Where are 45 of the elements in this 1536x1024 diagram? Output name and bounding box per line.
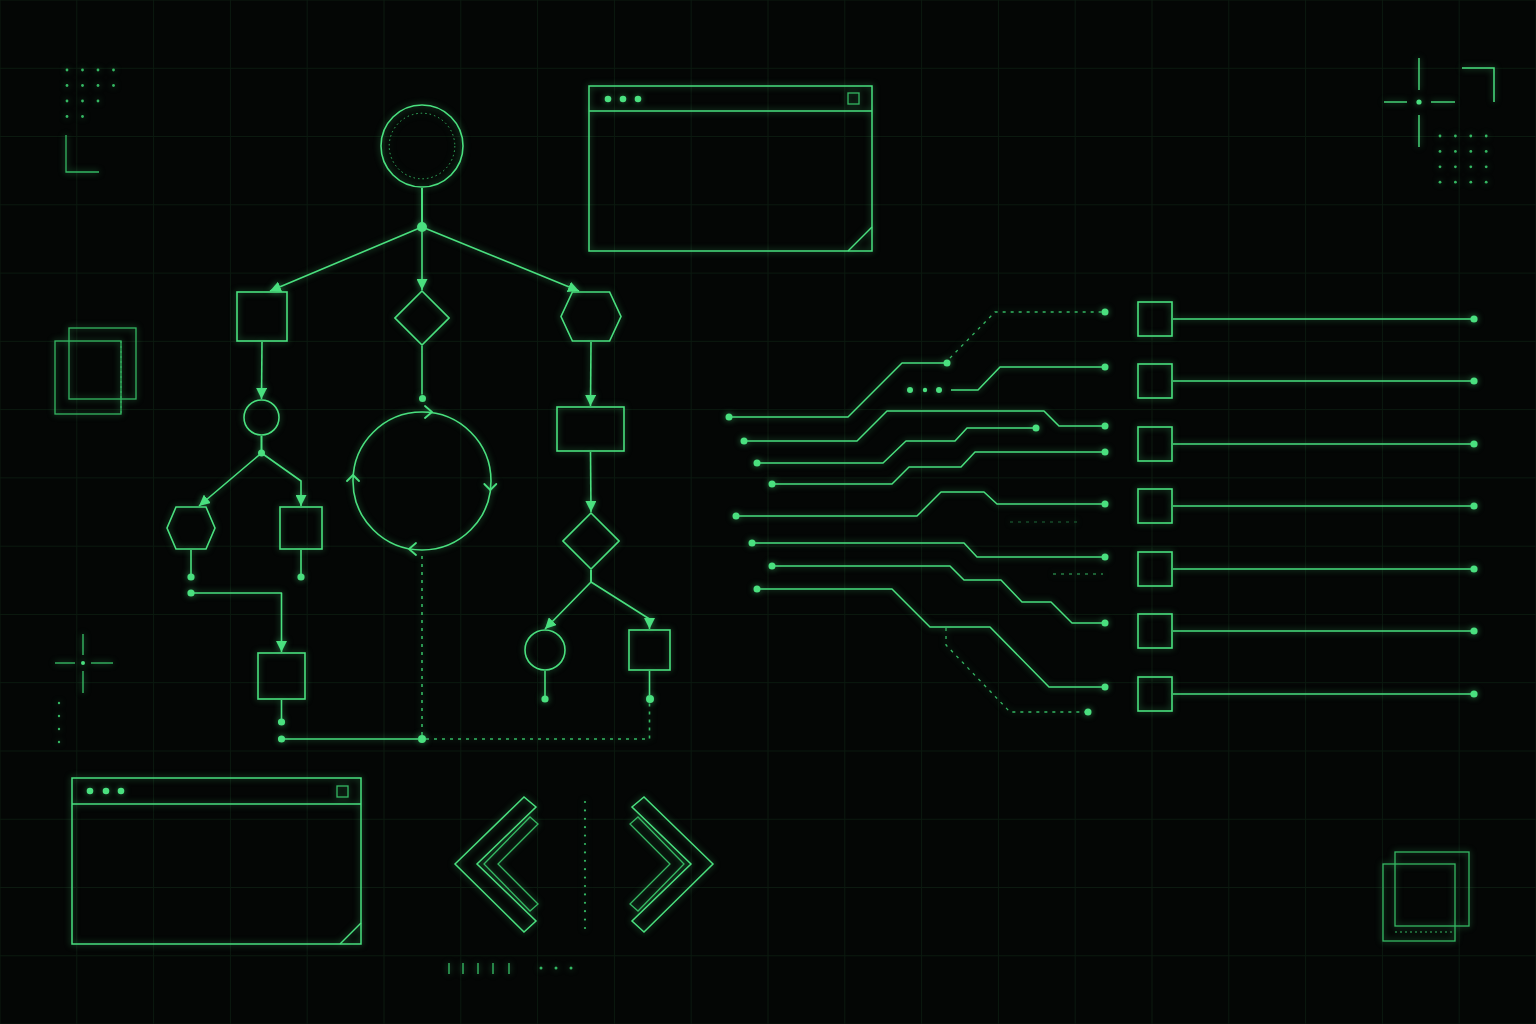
connector-line bbox=[1172, 690, 1478, 698]
hexagon-node bbox=[560, 291, 622, 342]
ring-circle bbox=[380, 104, 464, 188]
arrow bbox=[585, 341, 597, 407]
square-node bbox=[628, 629, 671, 671]
decision-diamond bbox=[562, 512, 620, 570]
connector-line bbox=[421, 345, 423, 396]
connector-line bbox=[1172, 315, 1478, 323]
terminal-dot bbox=[418, 394, 426, 402]
connector-line bbox=[648, 670, 651, 696]
square-node bbox=[1137, 301, 1173, 337]
arrow bbox=[585, 451, 597, 513]
connector-line bbox=[541, 670, 549, 703]
square-node bbox=[1137, 426, 1173, 462]
hexagon-node bbox=[166, 506, 216, 550]
connector-line bbox=[277, 699, 286, 726]
square-node bbox=[1137, 551, 1173, 587]
arrow bbox=[421, 187, 580, 292]
square-node bbox=[1137, 488, 1173, 524]
connector-line bbox=[297, 549, 305, 581]
square-node bbox=[257, 652, 306, 700]
process-box bbox=[556, 406, 625, 452]
square-node bbox=[1137, 676, 1173, 712]
arrow bbox=[590, 569, 655, 630]
decision-diamond bbox=[394, 290, 450, 346]
square-node bbox=[279, 506, 323, 550]
connector-line bbox=[277, 735, 419, 743]
connector-line bbox=[1172, 627, 1478, 635]
connector-line bbox=[1172, 440, 1478, 448]
junction-dot bbox=[645, 695, 654, 703]
connector-line bbox=[1172, 377, 1478, 385]
square-node bbox=[236, 291, 288, 342]
circle-node bbox=[524, 629, 566, 671]
dashed-connector bbox=[425, 702, 651, 740]
square-node bbox=[1137, 613, 1173, 649]
arrow bbox=[187, 589, 287, 653]
arrow bbox=[256, 341, 268, 400]
square-node bbox=[1137, 363, 1173, 399]
connector-line bbox=[1172, 502, 1478, 510]
junction-dot bbox=[418, 735, 426, 743]
arrow bbox=[260, 435, 307, 507]
cycle-circle bbox=[345, 404, 499, 558]
circle-node bbox=[243, 399, 280, 436]
connector-line bbox=[1172, 565, 1478, 573]
connector-line bbox=[187, 549, 195, 581]
